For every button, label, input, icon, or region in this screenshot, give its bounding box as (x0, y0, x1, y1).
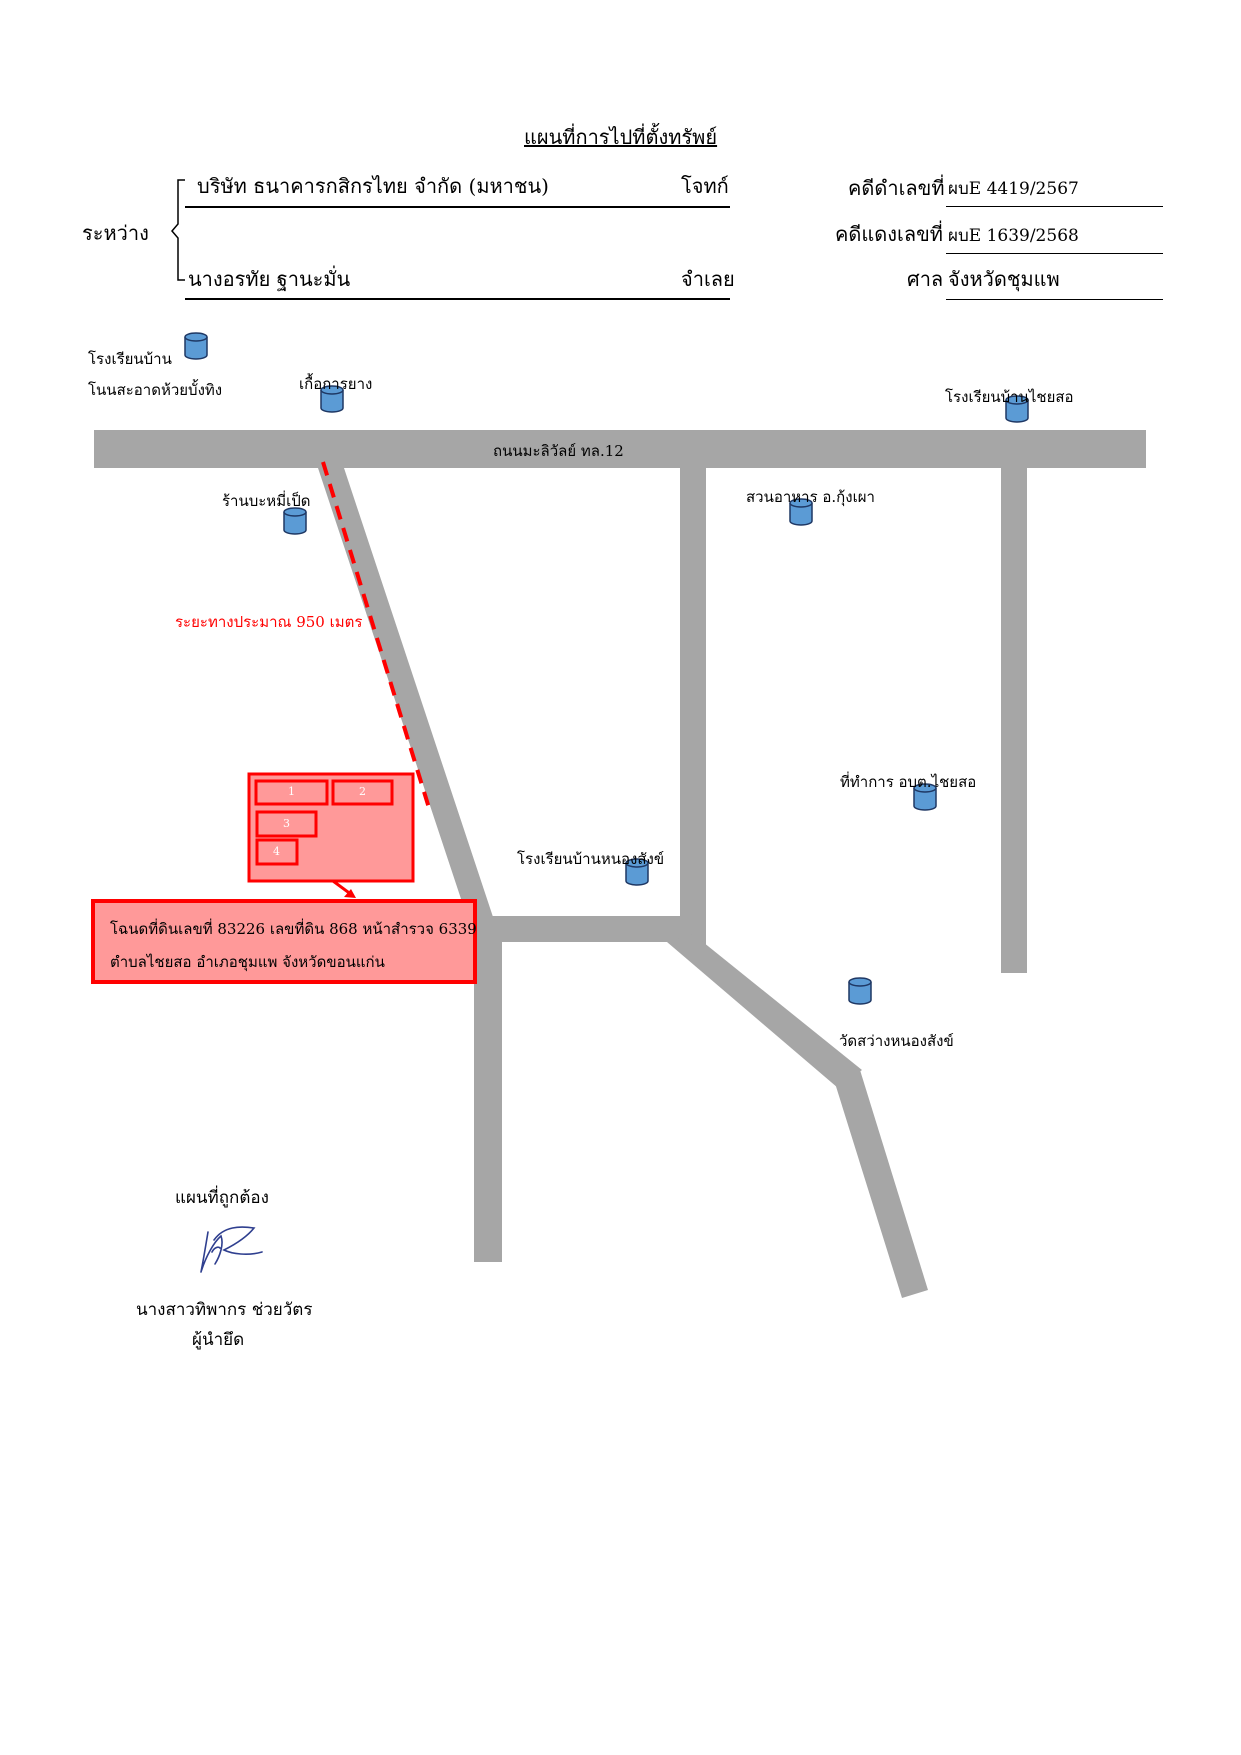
vertical-road-right (1001, 468, 1027, 973)
red-case-underline (946, 253, 1163, 254)
plot-3-label: 3 (283, 817, 290, 830)
diagonal-road-southeast-b (834, 1070, 928, 1298)
property-deed-line: โฉนดที่ดินเลขที่ 83226 เลขที่ดิน 868 หน้… (110, 920, 477, 938)
plaintiff-underline (185, 206, 730, 208)
landmark-sao-office: ที่ทำการ อบต.ไชยสอ (840, 773, 977, 791)
cross-road (476, 916, 706, 942)
black-case-value: ผบE 4419/2567 (948, 179, 1079, 199)
plaintiff-name: บริษัท ธนาคารกสิกรไทย จำกัด (มหาชน) (197, 174, 549, 198)
property-info-box (91, 899, 477, 984)
landmark-school-nonsaat-line2: โนนสะอาดห้วยบั้งทิง (88, 381, 223, 399)
plot-pointer-arrowhead (344, 889, 356, 898)
landmark-rubber-shed: เกื้อการยาง (299, 375, 373, 393)
black-case-underline (946, 206, 1163, 207)
red-case-value: ผบE 1639/2568 (948, 226, 1079, 246)
distance-label: ระยะทางประมาณ 950 เมตร (175, 613, 363, 631)
defendant-role: จำเลย (681, 267, 735, 291)
landmark-temple: วัดสว่างหนองสังข์ (839, 1032, 954, 1050)
approval-label: แผนที่ถูกต้อง (175, 1188, 269, 1208)
court-value: จังหวัดชุมแพ (948, 267, 1060, 291)
diagonal-road-southeast-a (667, 934, 862, 1088)
distance-dashed-line (321, 461, 431, 809)
landmark-school-nonsaat-line1: โรงเรียนบ้าน (88, 350, 172, 368)
landmark-school-chaiso: โรงเรียนบ้านไชยสอ (945, 388, 1074, 406)
landmark-restaurant: สวนอาหาร อ.กุ้งเผา (746, 488, 875, 506)
landmark-noodle-shop: ร้านบะหมี่เป็ด (222, 492, 311, 510)
plot-4 (255, 838, 299, 866)
vertical-road-middle (680, 468, 706, 946)
court-underline (946, 299, 1163, 300)
plot-2 (331, 779, 394, 806)
plaintiff-role: โจทก์ (681, 174, 729, 198)
court-label: ศาล (907, 267, 944, 291)
noodle-shop-marker-icon (283, 507, 307, 535)
school-nongsang-marker-icon (625, 858, 649, 886)
restaurant-marker-icon (789, 498, 813, 526)
plot-3 (255, 810, 318, 838)
temple-marker-icon (848, 977, 872, 1005)
between-label: ระหว่าง (82, 221, 149, 245)
red-case-label: คดีแดงเลขที่ (835, 222, 943, 246)
plot-1-label: 1 (288, 785, 295, 798)
school-nonsaat-marker-icon (184, 332, 208, 360)
signer-name: นางสาวทิพากร ช่วยวัตร (136, 1300, 313, 1320)
defendant-underline (185, 298, 730, 300)
rubber-shed-marker-icon (320, 385, 344, 413)
school-chaiso-marker-icon (1005, 395, 1029, 423)
plot-2-label: 2 (359, 785, 366, 798)
property-location-line: ตำบลไชยสอ อำเภอชุมแพ จังหวัดขอนแก่น (110, 953, 385, 971)
main-road (94, 430, 1146, 468)
signer-role: ผู้นำยึด (192, 1330, 245, 1350)
plot-1 (254, 779, 329, 806)
main-road-label: ถนนมะลิวัลย์ ทล.12 (493, 442, 624, 460)
sao-office-marker-icon (913, 783, 937, 811)
south-road (474, 934, 502, 1262)
page-title: แผนที่การไปที่ตั้งทรัพย์ (524, 125, 718, 149)
black-case-label: คดีดำเลขที่ (848, 176, 945, 200)
plot-4-label: 4 (273, 845, 280, 858)
diagonal-road-to-property (318, 468, 498, 932)
landmark-markers (184, 332, 1029, 1005)
defendant-name: นางอรทัย ฐานะมั่น (188, 267, 351, 291)
landmark-school-nongsang: โรงเรียนบ้านหนองสังข์ (517, 850, 665, 868)
